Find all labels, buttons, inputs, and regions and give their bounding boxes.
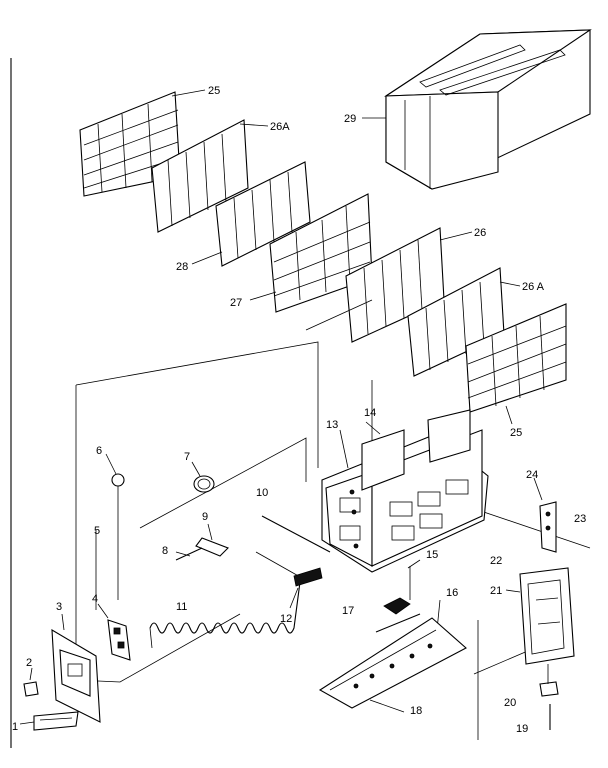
leader-25-lower bbox=[505, 405, 513, 425]
knob bbox=[105, 453, 125, 600]
callout-23: 23 bbox=[574, 513, 586, 525]
callout-11: 11 bbox=[176, 601, 187, 613]
leader-14 bbox=[365, 421, 381, 435]
callout-8: 8 bbox=[162, 545, 168, 557]
lever-handle bbox=[19, 711, 79, 731]
guard-panel-25-lower bbox=[465, 303, 567, 413]
foot-nut bbox=[539, 664, 559, 697]
callout-10: 10 bbox=[256, 487, 268, 499]
callout-labels: 1 2 3 4 5 6 7 8 9 10 11 12 13 14 15 16 1… bbox=[12, 85, 586, 735]
chassis-frame bbox=[321, 409, 489, 573]
callout-19: 19 bbox=[516, 723, 528, 735]
callout-16: 16 bbox=[446, 587, 458, 599]
spring-ring bbox=[191, 461, 215, 493]
callout-18: 18 bbox=[410, 705, 422, 717]
latch-bracket bbox=[175, 523, 229, 561]
control-switch bbox=[97, 603, 131, 661]
callout-29: 29 bbox=[344, 113, 356, 125]
callout-25-top: 25 bbox=[208, 85, 220, 97]
callout-21: 21 bbox=[490, 585, 502, 597]
callout-2: 2 bbox=[26, 657, 32, 669]
callout-17: 17 bbox=[342, 605, 354, 617]
leader-27 bbox=[249, 291, 277, 301]
callout-13: 13 bbox=[326, 419, 338, 431]
leader-26 bbox=[439, 231, 473, 241]
leader-28 bbox=[191, 251, 223, 265]
callout-1: 1 bbox=[12, 721, 18, 733]
callout-26: 26 bbox=[474, 227, 486, 239]
callout-20: 20 bbox=[504, 697, 516, 709]
connector bbox=[289, 567, 323, 609]
knob-cap bbox=[23, 667, 39, 697]
callout-24: 24 bbox=[526, 469, 538, 481]
callout-9: 9 bbox=[202, 511, 208, 523]
housing-shell bbox=[384, 29, 592, 190]
callout-26A-lower: 26 A bbox=[522, 281, 545, 293]
leader-13 bbox=[339, 429, 349, 469]
callout-5: 5 bbox=[94, 525, 100, 537]
element-cage-26A-top bbox=[151, 119, 249, 233]
callout-22: 22 bbox=[490, 555, 502, 567]
element-cage-28 bbox=[215, 161, 311, 267]
right-end-frame bbox=[505, 567, 575, 665]
callout-3: 3 bbox=[56, 601, 62, 613]
callout-15: 15 bbox=[426, 549, 438, 561]
callout-26A-top: 26A bbox=[270, 121, 290, 133]
mica-sheet bbox=[361, 429, 405, 491]
leader-8 bbox=[175, 551, 191, 557]
callout-25-lower: 25 bbox=[510, 427, 522, 439]
spring-tail bbox=[149, 627, 153, 649]
leader-25-top bbox=[171, 89, 206, 97]
leader-26A-lower bbox=[499, 281, 521, 287]
callout-7: 7 bbox=[184, 451, 190, 463]
leader-26A-top bbox=[239, 123, 269, 127]
callout-28: 28 bbox=[176, 261, 188, 273]
callout-27: 27 bbox=[230, 297, 242, 309]
heating-spring bbox=[149, 581, 301, 634]
callout-14: 14 bbox=[364, 407, 376, 419]
end-panel bbox=[51, 613, 101, 723]
element-cage-26 bbox=[345, 227, 445, 343]
callout-12: 12 bbox=[280, 613, 292, 625]
side-bracket bbox=[533, 477, 557, 553]
base-plate bbox=[318, 617, 467, 713]
callout-4: 4 bbox=[92, 593, 98, 605]
callout-6: 6 bbox=[96, 445, 102, 457]
carriage-rod bbox=[261, 515, 331, 553]
